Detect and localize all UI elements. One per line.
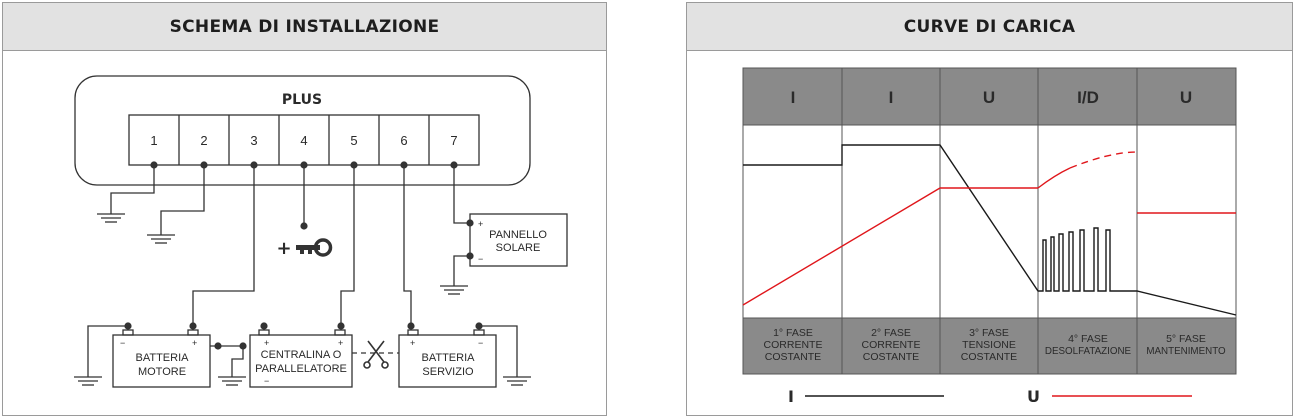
polarity-plus: + (410, 338, 415, 348)
charge-curve-chart: I I U I/D U 1° FASE CORRENTE COSTANTE 2°… (742, 67, 1237, 375)
polarity-plus: + (192, 338, 197, 348)
terminal-label: 1 (150, 133, 157, 148)
chart-legend: I U (788, 387, 1192, 406)
wire-terminal-5 (340, 165, 355, 326)
phase-description: 1° FASE (773, 327, 813, 339)
controller-box (249, 334, 353, 388)
phase-description: CORRENTE (862, 339, 921, 351)
wire-terminal-6 (403, 165, 412, 326)
device-outline (74, 75, 531, 186)
legend-label-voltage: U (1027, 387, 1040, 406)
solar-panel-label: SOLARE (496, 242, 541, 254)
phase-description: COSTANTE (961, 351, 1017, 363)
wire-terminal-1 (110, 165, 155, 214)
polarity-minus: − (478, 254, 483, 264)
phase-code: I (791, 88, 796, 107)
scissors-icon (363, 340, 389, 369)
current-curve (743, 144, 1237, 316)
terminal-label: 6 (400, 133, 407, 148)
wire-terminal-3 (192, 165, 255, 326)
installation-panel: SCHEMA DI INSTALLAZIONE (2, 2, 607, 416)
device-label: PLUS (282, 92, 322, 108)
key-icon (296, 238, 333, 257)
phase-description: 2° FASE (871, 327, 911, 339)
charge-curves-title: CURVE DI CARICA (687, 3, 1292, 51)
engine-battery-label: BATTERIA (136, 352, 190, 364)
polarity-minus: − (120, 338, 125, 348)
engine-battery-label: MOTORE (138, 366, 186, 378)
junction-dots (124, 161, 483, 350)
terminal-label: 3 (250, 133, 257, 148)
controller-label: PARALLELATORE (255, 363, 347, 375)
service-battery (398, 334, 497, 388)
installation-title: SCHEMA DI INSTALLAZIONE (3, 3, 606, 51)
wire-terminal-2 (160, 165, 205, 235)
voltage-curve (742, 187, 1038, 306)
solar-panel-label: PANNELLO (489, 229, 547, 241)
terminal-label: 4 (300, 133, 307, 148)
phase-description: 5° FASE (1166, 333, 1206, 345)
phase-description: COSTANTE (863, 351, 919, 363)
phase-code: I (889, 88, 894, 107)
phase-description: COSTANTE (765, 351, 821, 363)
service-battery-label: BATTERIA (422, 352, 476, 364)
wire-terminal-7 (453, 165, 470, 224)
terminal-label: 5 (350, 133, 357, 148)
polarity-minus: − (264, 376, 269, 386)
engine-battery (112, 334, 211, 388)
polarity-plus: + (338, 338, 343, 348)
phase-code: U (1180, 88, 1192, 107)
phase-code: I/D (1077, 88, 1099, 107)
polarity-plus: + (478, 219, 483, 229)
phase-description: CORRENTE (764, 339, 823, 351)
phase-code-band (743, 68, 1236, 125)
phase-description-band (743, 318, 1236, 374)
phase-description: MANTENIMENTO (1146, 346, 1226, 357)
controller-label: CENTRALINA O (261, 349, 342, 361)
solar-panel (469, 213, 568, 267)
phase-description: 4° FASE (1068, 333, 1108, 345)
phase-code: U (983, 88, 995, 107)
key-plus-sign: + (276, 238, 291, 259)
service-battery-label: SERVIZIO (422, 366, 474, 378)
polarity-plus: + (264, 338, 269, 348)
terminal-label: 7 (450, 133, 457, 148)
phase-description: DESOLFATAZIONE (1045, 346, 1132, 357)
phase-description: TENSIONE (962, 339, 1016, 351)
terminal-label: 2 (200, 133, 207, 148)
phase-description: 3° FASE (969, 327, 1009, 339)
legend-label-current: I (788, 387, 794, 406)
polarity-minus: − (478, 338, 483, 348)
